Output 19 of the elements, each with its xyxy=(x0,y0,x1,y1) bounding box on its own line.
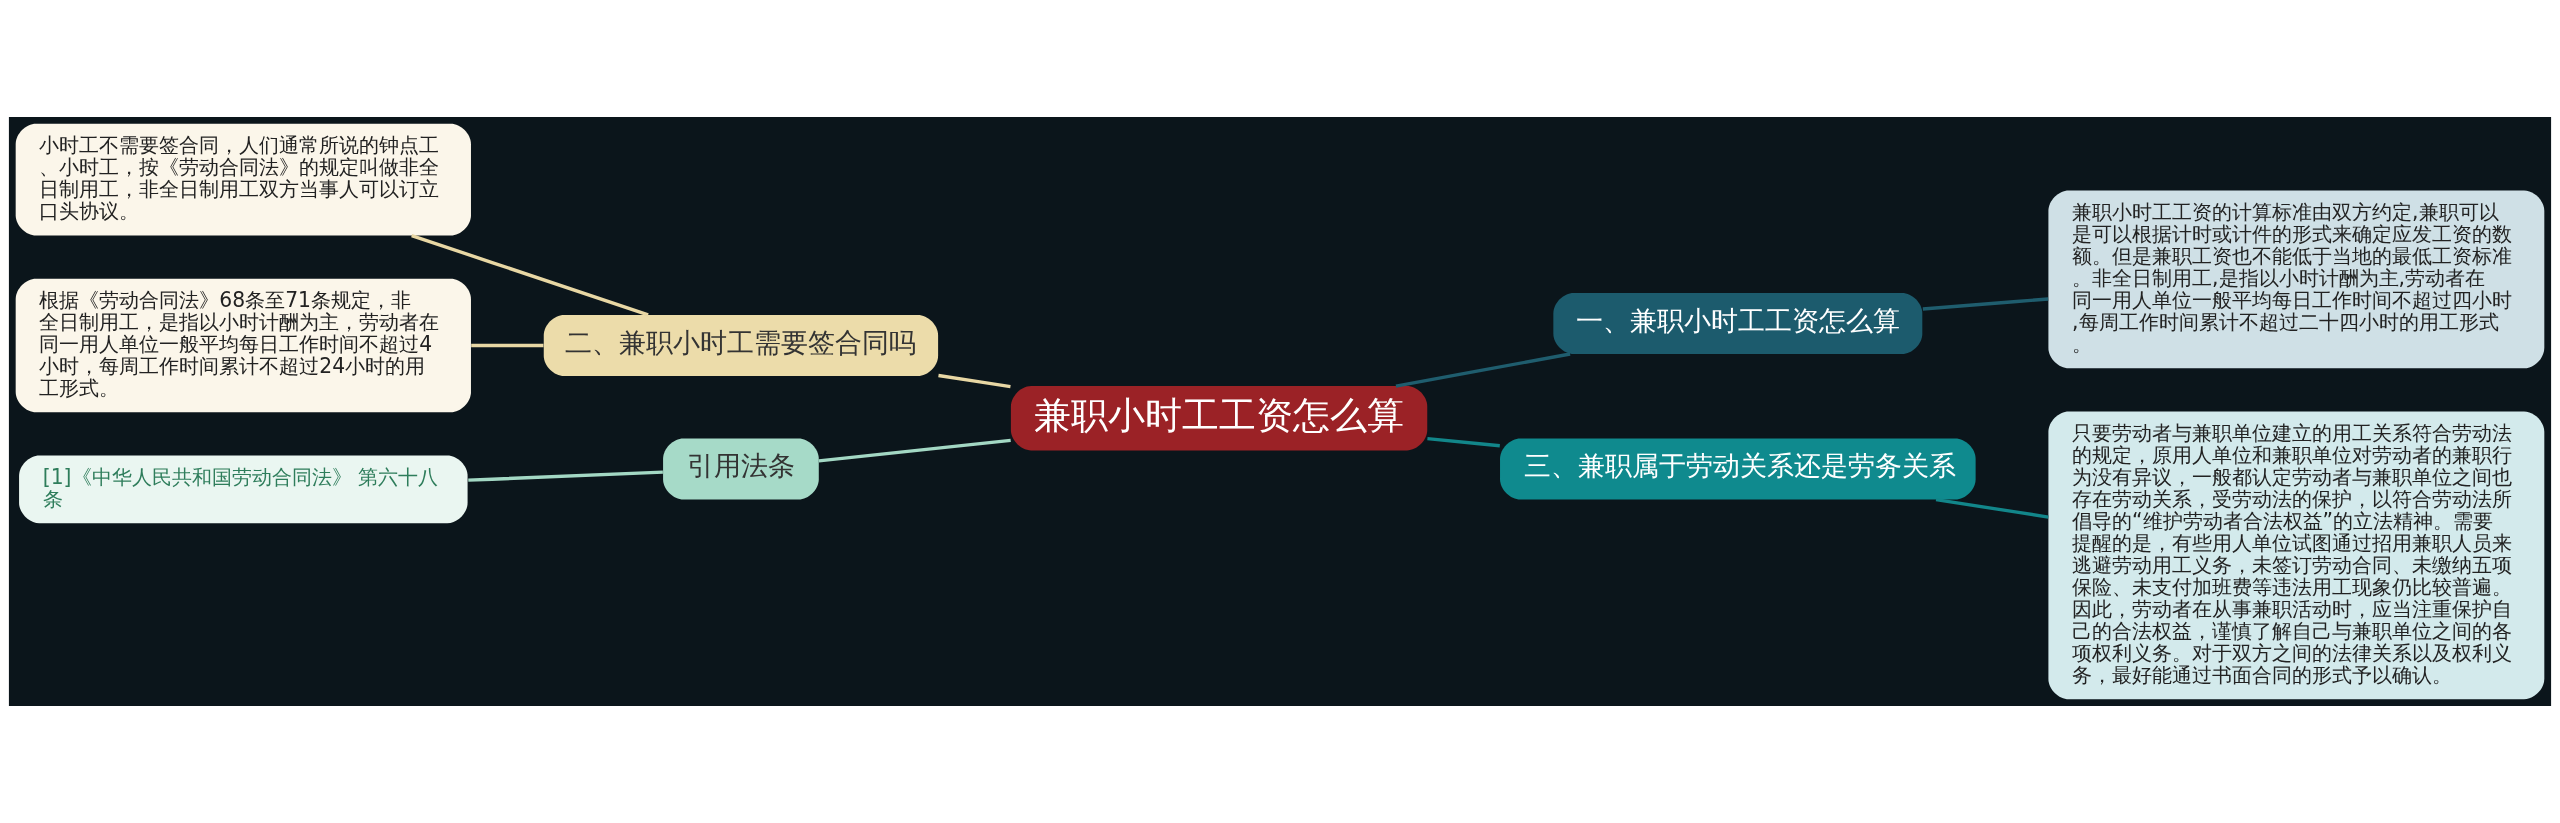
connector xyxy=(1922,297,2049,311)
connector xyxy=(818,438,1011,463)
connector xyxy=(938,373,1011,389)
node-box: 兼职小时工工资的计算标准由双方约定,兼职可以是可以根据计时或计件的形式来确定应发工资的数额。但是兼职工资也不能低于当地的最低工资标准。非全日制用工,是指以小时计酬为主,劳动者在同一用人单位一般平均每日工作时间不超过四小时,每周工作时间累计不超过二十四小时的用工形式。 xyxy=(2048,190,2545,369)
connector xyxy=(1395,352,1571,388)
node-box: 兼职小时工工资怎么算 xyxy=(1010,386,1428,451)
node-box: 二、兼职小时工需要签合同吗 xyxy=(543,315,939,376)
connector xyxy=(1427,436,1500,448)
connector xyxy=(1935,497,2049,519)
connector xyxy=(471,343,544,348)
connector xyxy=(468,470,663,482)
node-box: [1]《中华人民共和国劳动合同法》 第六十八条 xyxy=(19,455,468,524)
node-box: 引用法条 xyxy=(663,438,819,500)
node-box: 根据《劳动合同法》68条至71条规定，非全日制用工，是指以小时计酬为主，劳动者在同一用人单位一般平均每日工作时间不超过4小时，每周工作时间累计不超过24小时的用工形式。 xyxy=(15,278,471,413)
connector xyxy=(411,233,649,317)
node-box: 三、兼职属于劳动关系还是劳务关系 xyxy=(1500,438,1976,500)
node-box: 小时工不需要签合同，人们通常所说的钟点工、小时工，按《劳动合同法》的规定叫做非全日制用工，非全日制用工双方当事人可以订立口头协议。 xyxy=(15,123,471,236)
node-box: 一、兼职小时工工资怎么算 xyxy=(1553,293,1923,354)
node-box: 只要劳动者与兼职单位建立的用工关系符合劳动法的规定，原用人单位和兼职单位对劳动者的兼职行为没有异议，一般都认定劳动者与兼职单位之间也存在劳动关系，受劳动法的保护，以符合劳动法所倡导的“维护劳动者合法权益”的立法精神。需要提醒的是，有些用人单位试图通过招用兼职人员来逃避劳动用工义务，未签订劳动合同、未缴纳五项保险、未支付加班费等违法用工现象仍比较普遍。因此，劳动者在从事兼职活动时，应当注重保护自己的合法权益，谨慎了解自己与兼职单位之间的各项权利义务。对于双方之间的法律关系以及权利义务，最好能通过书面合同的形式予以确认。 xyxy=(2048,411,2545,700)
